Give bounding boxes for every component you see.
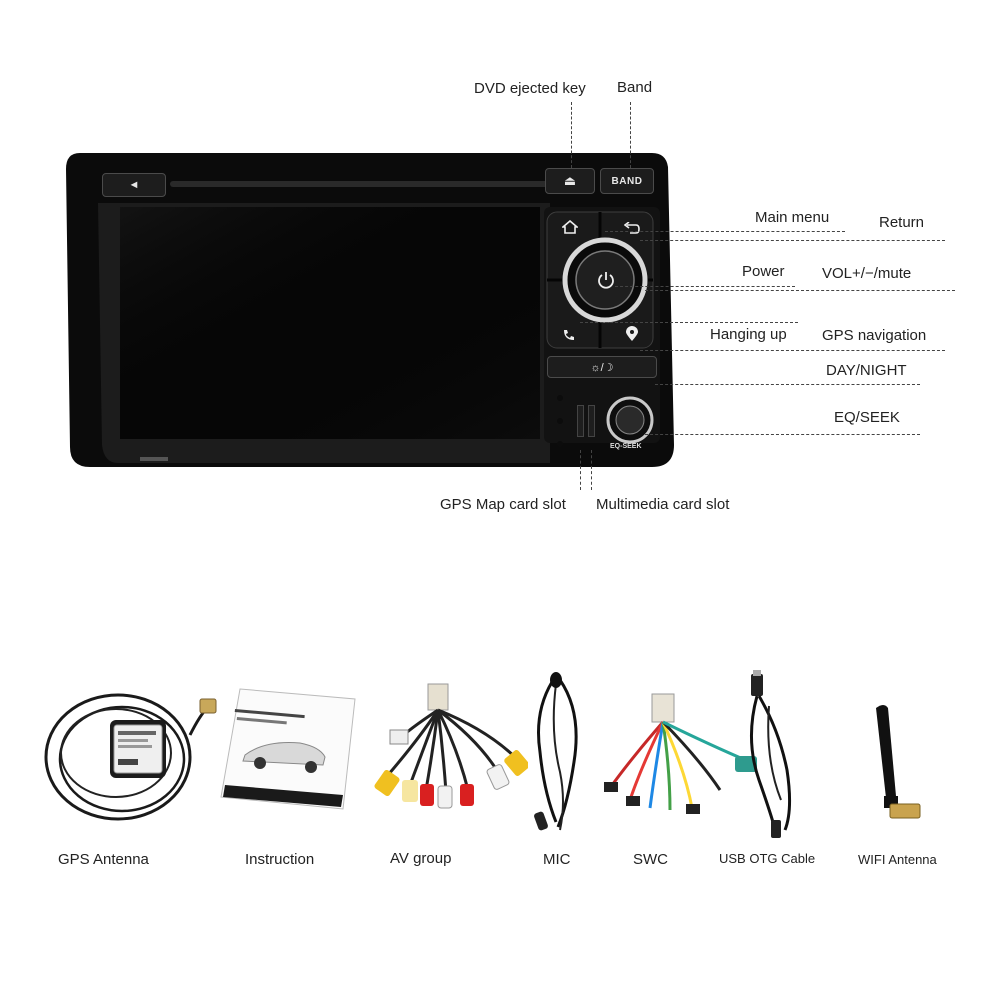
- return-icon[interactable]: [624, 222, 640, 234]
- label-gps-antenna: GPS Antenna: [58, 851, 149, 868]
- callout-line: [640, 350, 945, 351]
- mic-cable-icon: [534, 672, 578, 831]
- label-wifi-antenna: WIFI Antenna: [858, 852, 937, 867]
- location-icon[interactable]: [626, 326, 638, 342]
- eq-seek-knob-icon[interactable]: [605, 395, 655, 453]
- callout-gps-nav: GPS navigation: [822, 327, 927, 344]
- wifi-antenna-icon: [876, 705, 921, 819]
- label-av-group: AV group: [390, 850, 452, 867]
- label-usb-otg: USB OTG Cable: [719, 851, 816, 866]
- instruction-manual-icon: [220, 688, 356, 810]
- home-icon[interactable]: [562, 220, 578, 234]
- callout-main-menu: Main menu: [755, 209, 830, 226]
- indicator-dot: [557, 395, 563, 401]
- callout-line: [655, 384, 920, 385]
- callout-line: [645, 434, 920, 435]
- day-night-button[interactable]: ☼/☽: [547, 356, 657, 378]
- callout-eq-seek: EQ/SEEK: [834, 409, 900, 426]
- callout-line: [605, 231, 845, 232]
- callout-line: [591, 450, 592, 490]
- label-swc: SWC: [633, 851, 668, 868]
- phone-icon[interactable]: [562, 328, 576, 342]
- eq-seek-label: EQ-SEEK: [610, 443, 642, 450]
- usb-otg-cable-icon: [750, 670, 792, 838]
- callout-line: [580, 322, 798, 323]
- label-mic: MIC: [543, 851, 571, 868]
- eject-button[interactable]: ⏏: [545, 168, 595, 194]
- eject-icon: ⏏: [563, 173, 577, 188]
- indicator-dot: [557, 441, 563, 447]
- callout-media-slot: Multimedia card slot: [596, 496, 730, 513]
- gps-antenna-icon: [44, 693, 217, 821]
- callout-line: [630, 102, 631, 168]
- label-instruction: Instruction: [245, 851, 315, 868]
- multimedia-card-slot[interactable]: [588, 405, 595, 437]
- callout-hanging-up: Hanging up: [710, 326, 787, 343]
- callout-line: [645, 290, 955, 291]
- callout-band: Band: [617, 79, 653, 96]
- power-icon[interactable]: [596, 270, 616, 290]
- callout-return: Return: [879, 214, 925, 231]
- callout-dvd-eject: DVD ejected key: [474, 80, 586, 97]
- mute-button[interactable]: ◄: [102, 173, 166, 197]
- callout-line: [571, 102, 572, 168]
- gps-map-card-slot[interactable]: [577, 405, 584, 437]
- callout-power: Power: [742, 263, 785, 280]
- band-button[interactable]: BAND: [600, 168, 654, 194]
- mute-icon: ◄: [128, 179, 140, 191]
- callout-line: [580, 450, 581, 490]
- callout-gps-map-slot: GPS Map card slot: [440, 496, 566, 513]
- callout-day-night: DAY/NIGHT: [826, 362, 907, 379]
- callout-vol: VOL+/−/mute: [822, 265, 912, 282]
- indicator-dot: [557, 418, 563, 424]
- brightness-icon: ☼/☽: [590, 361, 614, 374]
- av-cable-group-icon: [374, 683, 528, 809]
- callout-line: [640, 240, 945, 241]
- swc-cable-icon: [604, 693, 757, 814]
- control-cluster[interactable]: [545, 210, 655, 350]
- callout-line: [615, 286, 795, 287]
